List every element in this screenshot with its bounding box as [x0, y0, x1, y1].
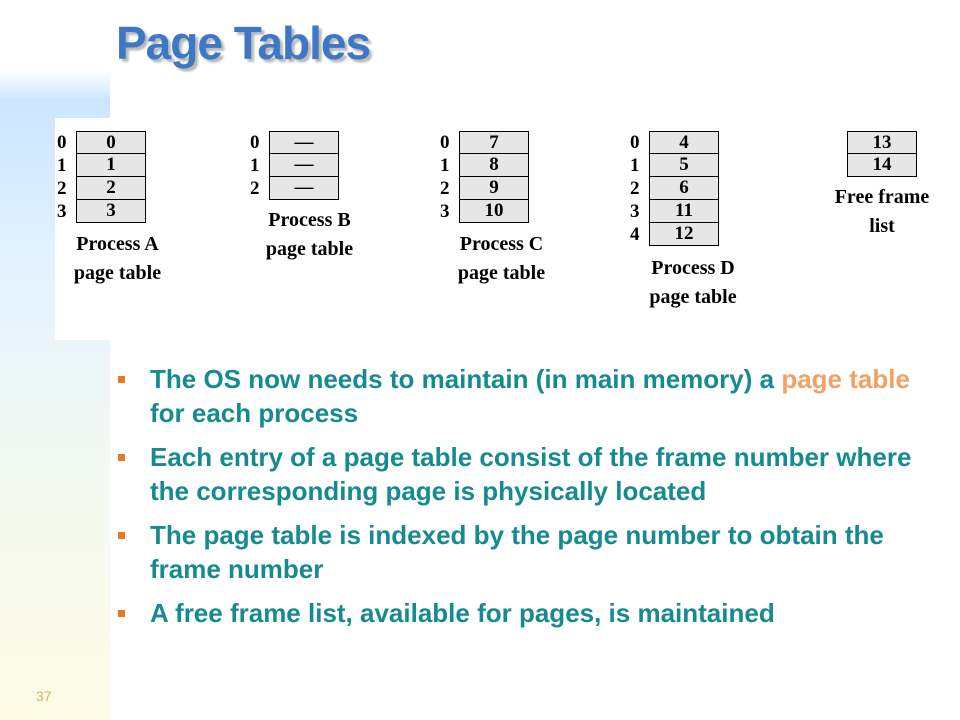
slide-number: 37 [36, 688, 52, 704]
frame-cell: — [269, 154, 339, 177]
caption-line: Process A [76, 233, 159, 255]
frame-cell: 7 [459, 131, 529, 154]
process-a-caption: Process A page table [60, 230, 175, 288]
frame-cell: — [269, 131, 339, 154]
table-row: 13 [828, 131, 920, 154]
page-index: 1 [250, 155, 260, 176]
process-d-caption: Process D page table [634, 254, 752, 312]
bullet-text: The OS now needs to maintain (in main me… [150, 364, 782, 394]
page-index: 0 [250, 132, 260, 153]
frame-cell: 6 [649, 177, 719, 200]
slide-title: Page Tables [116, 17, 371, 69]
page-index: 0 [57, 132, 67, 153]
page-index: 1 [57, 155, 67, 176]
frame-cell: 1 [76, 154, 146, 177]
bullet-item: The OS now needs to maintain (in main me… [118, 362, 938, 430]
frame-cell: 5 [649, 154, 719, 177]
page-index: 0 [440, 132, 450, 153]
caption-line: page table [73, 262, 162, 284]
table-row: 3 10 [440, 200, 532, 223]
bullet-list: The OS now needs to maintain (in main me… [118, 362, 938, 640]
table-row: 0— [250, 131, 342, 154]
caption-line: page table [265, 238, 354, 260]
table-row: 14 [828, 154, 920, 177]
frame-cell: 11 [649, 200, 719, 223]
page-index: 2 [57, 178, 67, 199]
frame-cell: 10 [459, 200, 529, 223]
page-index: 1 [440, 155, 450, 176]
caption-line: Free frame [834, 186, 930, 208]
page-index: 4 [630, 224, 640, 245]
process-b-caption: Process B page table [252, 206, 367, 264]
bullet-marker-icon [118, 610, 125, 617]
page-index: 0 [630, 132, 640, 153]
bullet-marker-icon [118, 454, 125, 461]
frame-cell: 13 [847, 131, 917, 154]
caption-line: page table [649, 286, 737, 308]
page-index: 3 [440, 201, 450, 222]
bullet-item: The page table is indexed by the page nu… [118, 518, 938, 586]
frame-cell: 0 [76, 131, 146, 154]
caption-line: Process D [651, 257, 735, 279]
frame-cell: — [269, 177, 339, 200]
process-b-table: 0— 1— 2— [250, 131, 342, 200]
free-frame-list-caption: Free frame list [820, 183, 944, 241]
page-index: 2 [250, 178, 260, 199]
caption-line: list [869, 215, 895, 237]
frame-cell: 9 [459, 177, 529, 200]
highlighted-term: page table [781, 364, 910, 394]
caption-line: Process C [459, 233, 544, 255]
table-row: 2— [250, 177, 342, 200]
page-index: 2 [440, 178, 450, 199]
page-index: 2 [630, 178, 640, 199]
frame-cell: 4 [649, 131, 719, 154]
caption-line: Process B [268, 209, 351, 231]
bullet-text: Each entry of a page table consist of th… [150, 442, 912, 506]
frame-cell: 8 [459, 154, 529, 177]
table-row: 4 12 [630, 223, 722, 246]
bullet-item: A free frame list, available for pages, … [118, 596, 938, 630]
table-row: 1— [250, 154, 342, 177]
frame-cell: 14 [847, 154, 917, 177]
frame-cell: 3 [76, 200, 146, 223]
side-decoration [0, 0, 110, 720]
bullet-marker-icon [118, 532, 125, 539]
page-index: 1 [630, 155, 640, 176]
bullet-text: A free frame list, available for pages, … [150, 598, 775, 628]
bullet-text: The page table is indexed by the page nu… [150, 520, 884, 584]
bullet-marker-icon [118, 376, 125, 383]
caption-line: page table [457, 262, 546, 284]
frame-cell: 12 [649, 223, 719, 246]
page-index: 3 [57, 201, 67, 222]
free-frame-list-table: 13 14 [828, 131, 920, 177]
bullet-item: Each entry of a page table consist of th… [118, 440, 938, 508]
bullet-text: for each process [150, 398, 359, 428]
frame-cell: 2 [76, 177, 146, 200]
page-index: 3 [630, 201, 640, 222]
table-row: 3 11 [630, 200, 722, 223]
process-c-caption: Process C page table [444, 230, 559, 288]
